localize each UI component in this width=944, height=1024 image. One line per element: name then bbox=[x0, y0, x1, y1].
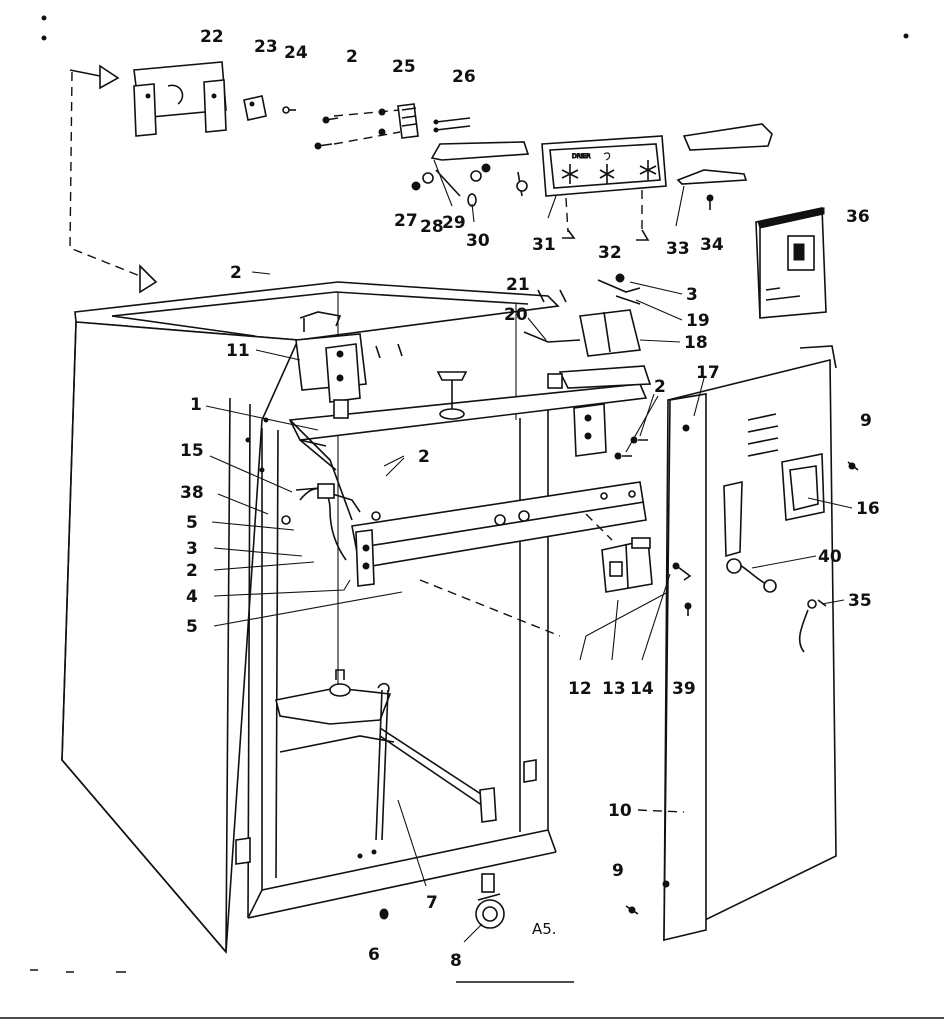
parts-18-21-switch-assembly bbox=[523, 273, 641, 357]
callout-3: 3 bbox=[186, 539, 198, 559]
svg-text:DRIER: DRIER bbox=[572, 153, 591, 160]
callout-5: 5 bbox=[186, 513, 198, 533]
callout-8: 8 bbox=[450, 951, 462, 971]
callout-2: 2 bbox=[230, 263, 242, 283]
callout-leader-lines bbox=[205, 159, 853, 943]
part-34-screw bbox=[706, 194, 714, 210]
callout-40: 40 bbox=[818, 547, 842, 567]
callout-38: 38 bbox=[180, 483, 204, 503]
page-border-marks bbox=[0, 15, 944, 1019]
cabinet-body bbox=[61, 281, 560, 955]
callout-29: 29 bbox=[442, 213, 466, 233]
center-post bbox=[436, 371, 468, 420]
parts-27-28-30-washers bbox=[411, 163, 528, 207]
callout-2: 2 bbox=[186, 561, 198, 581]
callout-35: 35 bbox=[848, 591, 872, 611]
callout-27: 27 bbox=[394, 211, 418, 231]
part-10-side-panel bbox=[662, 345, 837, 942]
callout-20: 20 bbox=[504, 305, 528, 325]
callout-5: 5 bbox=[186, 617, 198, 637]
part-22-hinge-bracket bbox=[133, 61, 227, 137]
callout-2: 2 bbox=[346, 47, 358, 67]
callout-36: 36 bbox=[846, 207, 870, 227]
part-9-screws bbox=[625, 461, 859, 915]
callout-22: 22 bbox=[200, 27, 224, 47]
part-24-screw bbox=[282, 106, 296, 114]
part-7-rod bbox=[357, 682, 390, 859]
part-8-caster bbox=[475, 873, 505, 929]
part-2-screws-top bbox=[314, 108, 401, 150]
callout-19: 19 bbox=[686, 311, 710, 331]
callout-numbers: 22 23 24 2 25 26 27 28 29 30 31 32 33 34… bbox=[180, 27, 880, 971]
callout-11: 11 bbox=[226, 341, 250, 361]
callout-33: 33 bbox=[666, 239, 690, 259]
part-11-assembly bbox=[295, 311, 403, 419]
callout-13: 13 bbox=[602, 679, 626, 699]
part-39-screw bbox=[684, 602, 692, 616]
part-12-harness-dash bbox=[419, 513, 613, 637]
part-29-knob-cap bbox=[430, 141, 530, 161]
callout-14: 14 bbox=[630, 679, 654, 699]
part-25-switch bbox=[397, 103, 419, 139]
callout-28: 28 bbox=[420, 217, 444, 237]
figure-code: A5. bbox=[532, 920, 557, 938]
callout-6: 6 bbox=[368, 945, 380, 965]
callout-15: 15 bbox=[180, 441, 204, 461]
callout-34: 34 bbox=[700, 235, 724, 255]
callout-2: 2 bbox=[418, 447, 430, 467]
callout-9: 9 bbox=[612, 861, 624, 881]
wiring-harness bbox=[281, 483, 381, 561]
part-32-screws bbox=[562, 190, 650, 241]
part-31-control-panel: DRIER bbox=[541, 135, 667, 197]
callout-3: 3 bbox=[686, 285, 698, 305]
callout-24: 24 bbox=[284, 43, 308, 63]
part-13-relay bbox=[601, 537, 653, 593]
callout-16: 16 bbox=[856, 499, 880, 519]
part-23-clip bbox=[243, 95, 267, 121]
part-2-screws-right bbox=[614, 436, 648, 460]
part-26-pins bbox=[433, 117, 471, 133]
callout-9: 9 bbox=[860, 411, 872, 431]
callout-7: 7 bbox=[426, 893, 438, 913]
callout-25: 25 bbox=[392, 57, 416, 77]
callout-12: 12 bbox=[568, 679, 592, 699]
callout-10: 10 bbox=[608, 801, 632, 821]
callout-21: 21 bbox=[506, 275, 530, 295]
callout-2: 2 bbox=[654, 377, 666, 397]
callout-1: 1 bbox=[190, 395, 202, 415]
callout-31: 31 bbox=[532, 235, 556, 255]
callout-30: 30 bbox=[466, 231, 490, 251]
callout-18: 18 bbox=[684, 333, 708, 353]
middle-cross-bar bbox=[351, 481, 647, 587]
callout-17: 17 bbox=[696, 363, 720, 383]
callout-39: 39 bbox=[672, 679, 696, 699]
callout-4: 4 bbox=[186, 587, 198, 607]
callout-26: 26 bbox=[452, 67, 476, 87]
callout-23: 23 bbox=[254, 37, 278, 57]
part-36-manual bbox=[755, 207, 827, 319]
callout-32: 32 bbox=[598, 243, 622, 263]
part-6-foot bbox=[379, 908, 389, 920]
assembly-direction-arrows bbox=[69, 64, 158, 294]
part-33-trim bbox=[676, 123, 773, 185]
top-frame-bracket bbox=[288, 365, 652, 521]
part-14-clip bbox=[672, 562, 692, 581]
